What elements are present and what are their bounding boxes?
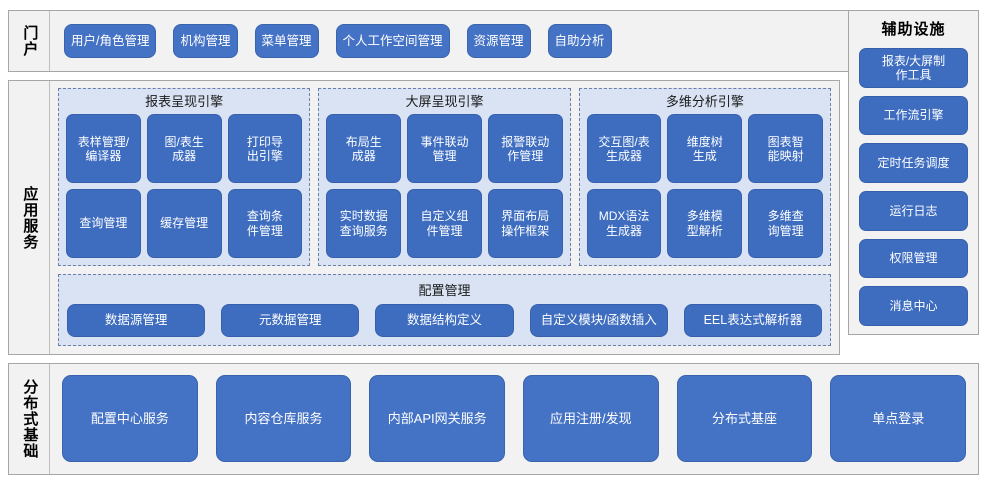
config-button[interactable]: 数据源管理 xyxy=(67,304,206,337)
portal-button[interactable]: 自助分析 xyxy=(547,24,612,58)
engine-item-button[interactable]: 多维模 型解析 xyxy=(667,189,743,258)
aux-button[interactable]: 权限管理 xyxy=(859,238,968,279)
engine-panel: 多维分析引擎交互图/表 生成器维度树 生成图表智 能映射 MDX语法 生成器多维模… xyxy=(578,88,831,266)
auxiliary-facilities-title: 辅助设施 xyxy=(881,21,946,38)
aux-button[interactable]: 运行日志 xyxy=(859,191,968,231)
base-service-button[interactable]: 应用注册/发现 xyxy=(523,375,659,462)
engine-item-button[interactable]: 缓存管理 xyxy=(146,189,222,258)
aux-button[interactable]: 定时任务调度 xyxy=(859,143,968,184)
distributed-base-label: 分布式基础 xyxy=(9,364,50,474)
engine-panel: 大屏呈现引擎布局生 成器事件联动 管理报警联动 作管理实时数据 查询服务自定义组… xyxy=(318,88,571,266)
portal-button[interactable]: 资源管理 xyxy=(466,24,531,58)
config-button[interactable]: 元数据管理 xyxy=(221,304,360,337)
engine-item-button[interactable]: 多维查 询管理 xyxy=(748,189,823,258)
portal-section-label-text: 门户 xyxy=(21,25,39,57)
engine-item-button[interactable]: 交互图/表 生成器 xyxy=(586,114,662,184)
base-service-button[interactable]: 内容仓库服务 xyxy=(215,375,352,462)
application-services-section: 应用服务 报表呈现引擎表样管理/ 编译器图/表生 成器打印导 出引擎查询管理缓存… xyxy=(8,80,840,355)
engine-item-button[interactable]: 实时数据 查询服务 xyxy=(326,189,402,258)
aux-button[interactable]: 报表/大屏制 作工具 xyxy=(859,48,968,88)
auxiliary-facilities-section: 辅助设施 报表/大屏制 作工具工作流引擎定时任务调度运行日志权限管理消息中心 xyxy=(848,10,979,335)
config-button[interactable]: 自定义模块/函数插入 xyxy=(529,304,668,337)
engines-row: 报表呈现引擎表样管理/ 编译器图/表生 成器打印导 出引擎查询管理缓存管理查询条… xyxy=(58,88,831,266)
distributed-base-list: 配置中心服务内容仓库服务内部API网关服务应用注册/发现分布式基座单点登录 xyxy=(50,364,978,474)
engine-item-grid: 布局生 成器事件联动 管理报警联动 作管理实时数据 查询服务自定义组 件管理界面… xyxy=(326,114,563,258)
engine-item-button[interactable]: 打印导 出引擎 xyxy=(227,114,303,184)
engine-title: 多维分析引擎 xyxy=(665,94,744,109)
config-management-list: 数据源管理元数据管理数据结构定义自定义模块/函数插入 EEL表达式解析器 xyxy=(67,304,823,337)
engine-item-grid: 表样管理/ 编译器图/表生 成器打印导 出引擎查询管理缓存管理查询条 件管理 xyxy=(66,114,303,258)
portal-button-list: 用户/角色管理机构管理菜单管理个人工作空间管理资源管理自助分析 xyxy=(50,11,978,71)
portal-button[interactable]: 用户/角色管理 xyxy=(64,24,157,58)
auxiliary-facilities-list: 报表/大屏制 作工具工作流引擎定时任务调度运行日志权限管理消息中心 xyxy=(859,48,968,327)
portal-button[interactable]: 机构管理 xyxy=(173,24,238,58)
application-services-label-text: 应用服务 xyxy=(21,185,39,250)
distributed-base-section: 分布式基础 配置中心服务内容仓库服务内部API网关服务应用注册/发现分布式基座单… xyxy=(8,363,979,475)
config-management-panel: 配置管理 数据源管理元数据管理数据结构定义自定义模块/函数插入 EEL表达式解析器 xyxy=(58,274,831,346)
engine-item-button[interactable]: 报警联动 作管理 xyxy=(487,114,563,184)
engine-item-button[interactable]: 布局生 成器 xyxy=(326,114,402,184)
engine-item-button[interactable]: 查询管理 xyxy=(66,189,141,258)
aux-button[interactable]: 消息中心 xyxy=(859,286,968,327)
top-row: 门户 用户/角色管理机构管理菜单管理个人工作空间管理资源管理自助分析 xyxy=(8,10,979,72)
engine-panel: 报表呈现引擎表样管理/ 编译器图/表生 成器打印导 出引擎查询管理缓存管理查询条… xyxy=(58,88,311,266)
aux-button[interactable]: 工作流引擎 xyxy=(859,95,968,136)
base-service-button[interactable]: 内部API网关服务 xyxy=(369,375,506,462)
base-service-button[interactable]: 单点登录 xyxy=(830,375,967,462)
engine-item-button[interactable]: 界面布局 操作框架 xyxy=(487,189,563,258)
config-management-title: 配置管理 xyxy=(418,283,471,298)
engine-item-button[interactable]: MDX语法 生成器 xyxy=(586,189,662,258)
engine-title: 报表呈现引擎 xyxy=(145,94,224,109)
portal-button[interactable]: 菜单管理 xyxy=(254,24,319,58)
portal-section-label: 门户 xyxy=(9,11,50,71)
portal-button[interactable]: 个人工作空间管理 xyxy=(335,24,450,58)
engine-item-button[interactable]: 表样管理/ 编译器 xyxy=(66,114,141,184)
application-services-body: 报表呈现引擎表样管理/ 编译器图/表生 成器打印导 出引擎查询管理缓存管理查询条… xyxy=(50,81,839,354)
engine-item-button[interactable]: 维度树 生成 xyxy=(667,114,743,184)
engine-item-button[interactable]: 查询条 件管理 xyxy=(227,189,303,258)
engine-item-button[interactable]: 图/表生 成器 xyxy=(146,114,222,184)
portal-section: 门户 用户/角色管理机构管理菜单管理个人工作空间管理资源管理自助分析 xyxy=(8,10,979,72)
base-service-button[interactable]: 配置中心服务 xyxy=(62,375,198,462)
engine-title: 大屏呈现引擎 xyxy=(405,94,484,109)
engine-item-button[interactable]: 图表智 能映射 xyxy=(748,114,823,184)
engine-item-button[interactable]: 自定义组 件管理 xyxy=(407,189,482,258)
engine-item-grid: 交互图/表 生成器维度树 生成图表智 能映射 MDX语法 生成器多维模 型解析多维… xyxy=(586,114,823,258)
config-button[interactable]: 数据结构定义 xyxy=(375,304,514,337)
distributed-base-label-text: 分布式基础 xyxy=(21,379,39,459)
config-button[interactable]: EEL表达式解析器 xyxy=(683,304,823,337)
application-services-label: 应用服务 xyxy=(9,81,50,354)
engine-item-button[interactable]: 事件联动 管理 xyxy=(407,114,482,184)
base-service-button[interactable]: 分布式基座 xyxy=(676,375,813,462)
